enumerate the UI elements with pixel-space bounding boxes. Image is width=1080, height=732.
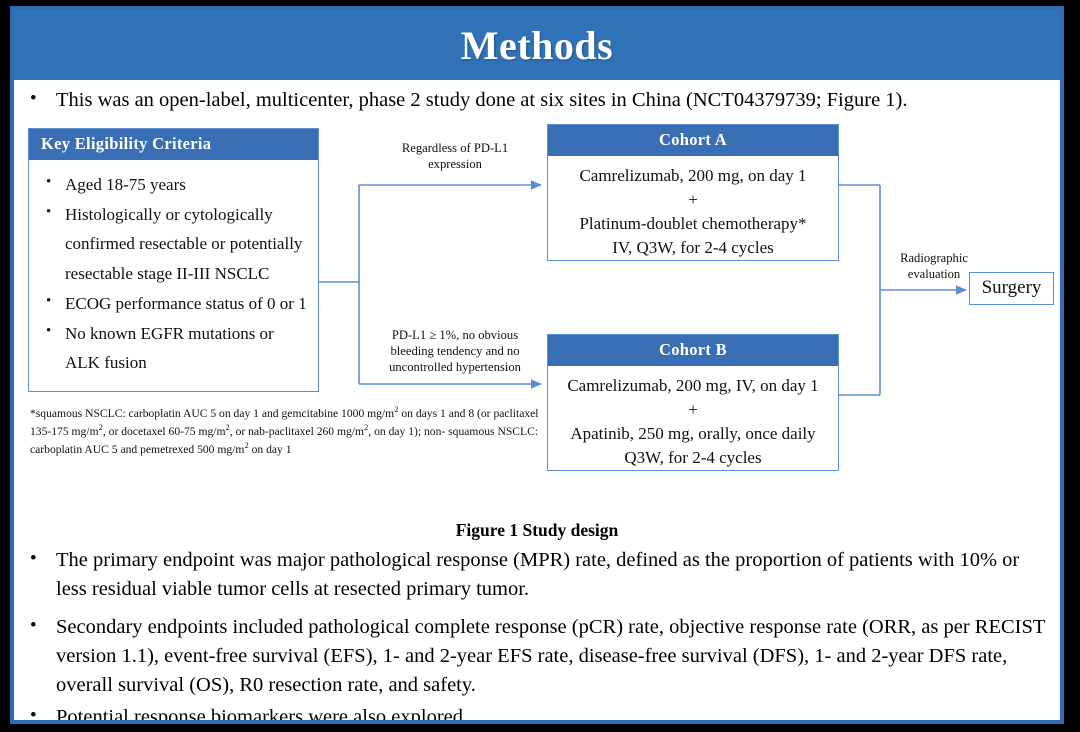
bullet-marker: • [30,615,37,636]
intro-bullet-text: This was an open-label, multicenter, pha… [56,89,908,111]
cohort-a-line-1: Camrelizumab, 200 mg, on day 1 [579,166,807,185]
footnote-sup: 2 [225,421,230,432]
cohort-b-header: Cohort B [548,335,838,366]
footnote-line-1: *squamous NSCLC: carboplatin AUC 5 on da… [30,406,395,420]
connector-label-right: Radiographic evaluation [900,251,968,282]
figure-caption: Figure 1 Study design [455,520,619,540]
footnote-line-3b: on day 1 [248,442,292,456]
list-item: No known EGFR mutations or ALK fusion [39,319,310,377]
connector-label-bottom: PD-L1 ≥ 1%, no obvious bleeding tendency… [389,328,521,375]
cohort-b-line-1: Camrelizumab, 200 mg, IV, on day 1 [567,376,819,395]
cohort-b-body: Camrelizumab, 200 mg, IV, on day 1 + Apa… [548,366,838,479]
footnote-line-2c: , or nab-paclitaxel 260 mg/m [229,424,365,438]
endpoint-bullet-primary: • The primary endpoint was major patholo… [26,546,1046,604]
page-title: Methods [460,22,614,68]
slide-title-bar: Methods [14,10,1060,80]
endpoint-bullet-secondary: • Secondary endpoints included pathologi… [26,613,1046,700]
slide-body: • This was an open-label, multicenter, p… [14,80,1060,720]
cohort-a-line-4: IV, Q3W, for 2-4 cycles [612,238,774,258]
list-item: Aged 18-75 years [39,170,310,199]
cohort-b-line-2: + [688,400,698,420]
slide-frame: Methods • This was an open-label, multic… [10,6,1064,724]
bullet-marker: • [30,548,37,569]
chemotherapy-footnote: *squamous NSCLC: carboplatin AUC 5 on da… [30,404,552,458]
cohort-b-line-3: Apatinib, 250 mg, orally, once daily [570,424,816,444]
cohort-a-header: Cohort A [548,125,838,156]
footnote-line-3: squamous NSCLC: carboplatin AUC 5 and pe… [30,424,539,456]
footnote-line-1b: on days 1 and 8 (or [398,406,491,420]
surgery-box: Surgery [969,272,1054,305]
cohort-a-box: Cohort A Camrelizumab, 200 mg, on day 1 … [547,124,839,261]
eligibility-box-header: Key Eligibility Criteria [29,129,318,160]
cohort-a-line-2: + [688,190,698,210]
surgery-label: Surgery [981,277,1042,298]
footnote-sup: 2 [364,421,369,432]
list-item: ECOG performance status of 0 or 1 [39,289,310,318]
connector-label-top: Regardless of PD-L1 expression [401,141,509,172]
endpoint-bullet-biomarkers: • Potential response biomarkers were als… [26,703,1046,724]
study-design-figure: Key Eligibility Criteria Aged 18-75 year… [14,122,1060,542]
cohort-b-box: Cohort B Camrelizumab, 200 mg, IV, on da… [547,334,839,471]
eligibility-box: Key Eligibility Criteria Aged 18-75 year… [28,128,319,392]
bullet-marker: • [30,88,37,109]
endpoint-bullet-text: The primary endpoint was major pathologi… [56,549,1020,601]
bullet-marker: • [30,705,37,724]
footnote-sup: 2 [244,439,249,450]
footnote-sup: 2 [98,421,103,432]
endpoint-bullet-text: Potential response biomarkers were also … [56,706,469,724]
footnote-line-2b: , or docetaxel 60-75 mg/m [102,424,226,438]
footnote-line-2: paclitaxel 135-175 mg/m [30,406,539,438]
list-item: Histologically or cytologically confirme… [39,200,310,288]
cohort-a-body: Camrelizumab, 200 mg, on day 1 + Platinu… [548,156,838,269]
endpoint-bullet-text: Secondary endpoints included pathologica… [56,616,1046,697]
cohort-b-line-4: Q3W, for 2-4 cycles [624,448,762,468]
eligibility-criteria-list: Aged 18-75 years Histologically or cytol… [29,160,318,385]
footnote-sup: 2 [394,404,399,414]
intro-bullet: • This was an open-label, multicenter, p… [26,86,1046,115]
footnote-line-2d: , on day 1); non- [368,424,446,438]
cohort-a-line-3: Platinum-doublet chemotherapy* [579,214,807,234]
